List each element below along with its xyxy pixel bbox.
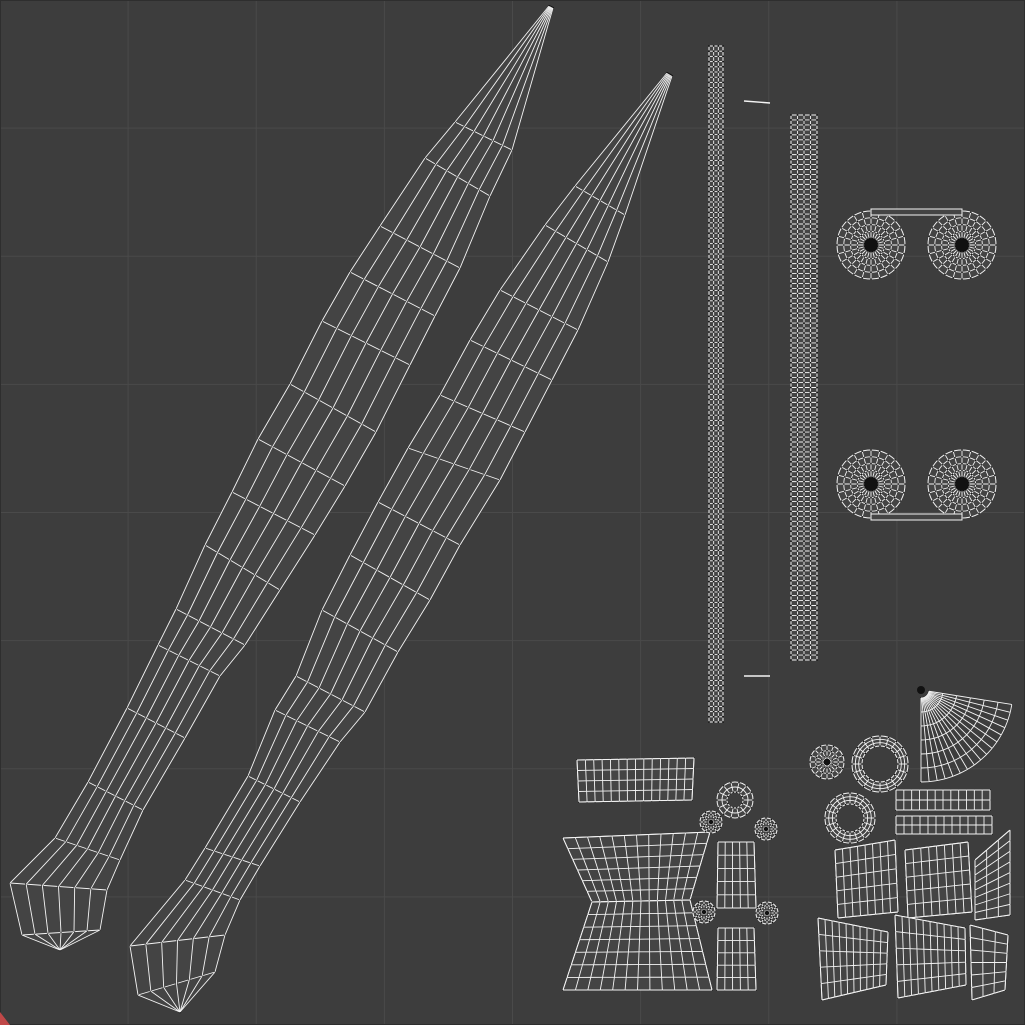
island-small-block-b[interactable] [716,927,757,991]
island-misc-cyl-a[interactable] [834,839,899,919]
island-misc-strip-a[interactable] [974,828,1011,921]
island-misc-parts[interactable] [809,735,909,844]
island-misc-bar-b[interactable] [895,815,993,835]
small-edge-top [743,100,771,104]
island-blade-right[interactable] [128,71,674,1014]
island-cross-guard-bottom[interactable] [562,899,713,991]
island-blade-left[interactable] [8,4,555,952]
island-fan-piece[interactable] [917,686,1013,783]
corner-marker [0,1012,10,1025]
island-spool-bottom[interactable] [836,449,997,521]
island-spool-top[interactable] [836,208,997,280]
island-misc-cyl-b[interactable] [904,841,973,919]
uv-islands[interactable] [8,4,1013,1014]
island-misc-cyl-c[interactable] [817,917,889,1001]
island-misc-strip-b[interactable] [969,924,1009,1001]
island-cross-guard-top[interactable] [562,831,711,903]
island-shaft-thin[interactable] [708,45,724,723]
island-small-block-a[interactable] [716,841,757,909]
island-barrel-piece[interactable] [576,757,695,803]
island-shaft-wide[interactable] [790,114,818,661]
island-small-parts[interactable] [692,781,779,925]
island-misc-cyl-d[interactable] [894,914,967,999]
island-misc-bar-a[interactable] [895,789,991,811]
